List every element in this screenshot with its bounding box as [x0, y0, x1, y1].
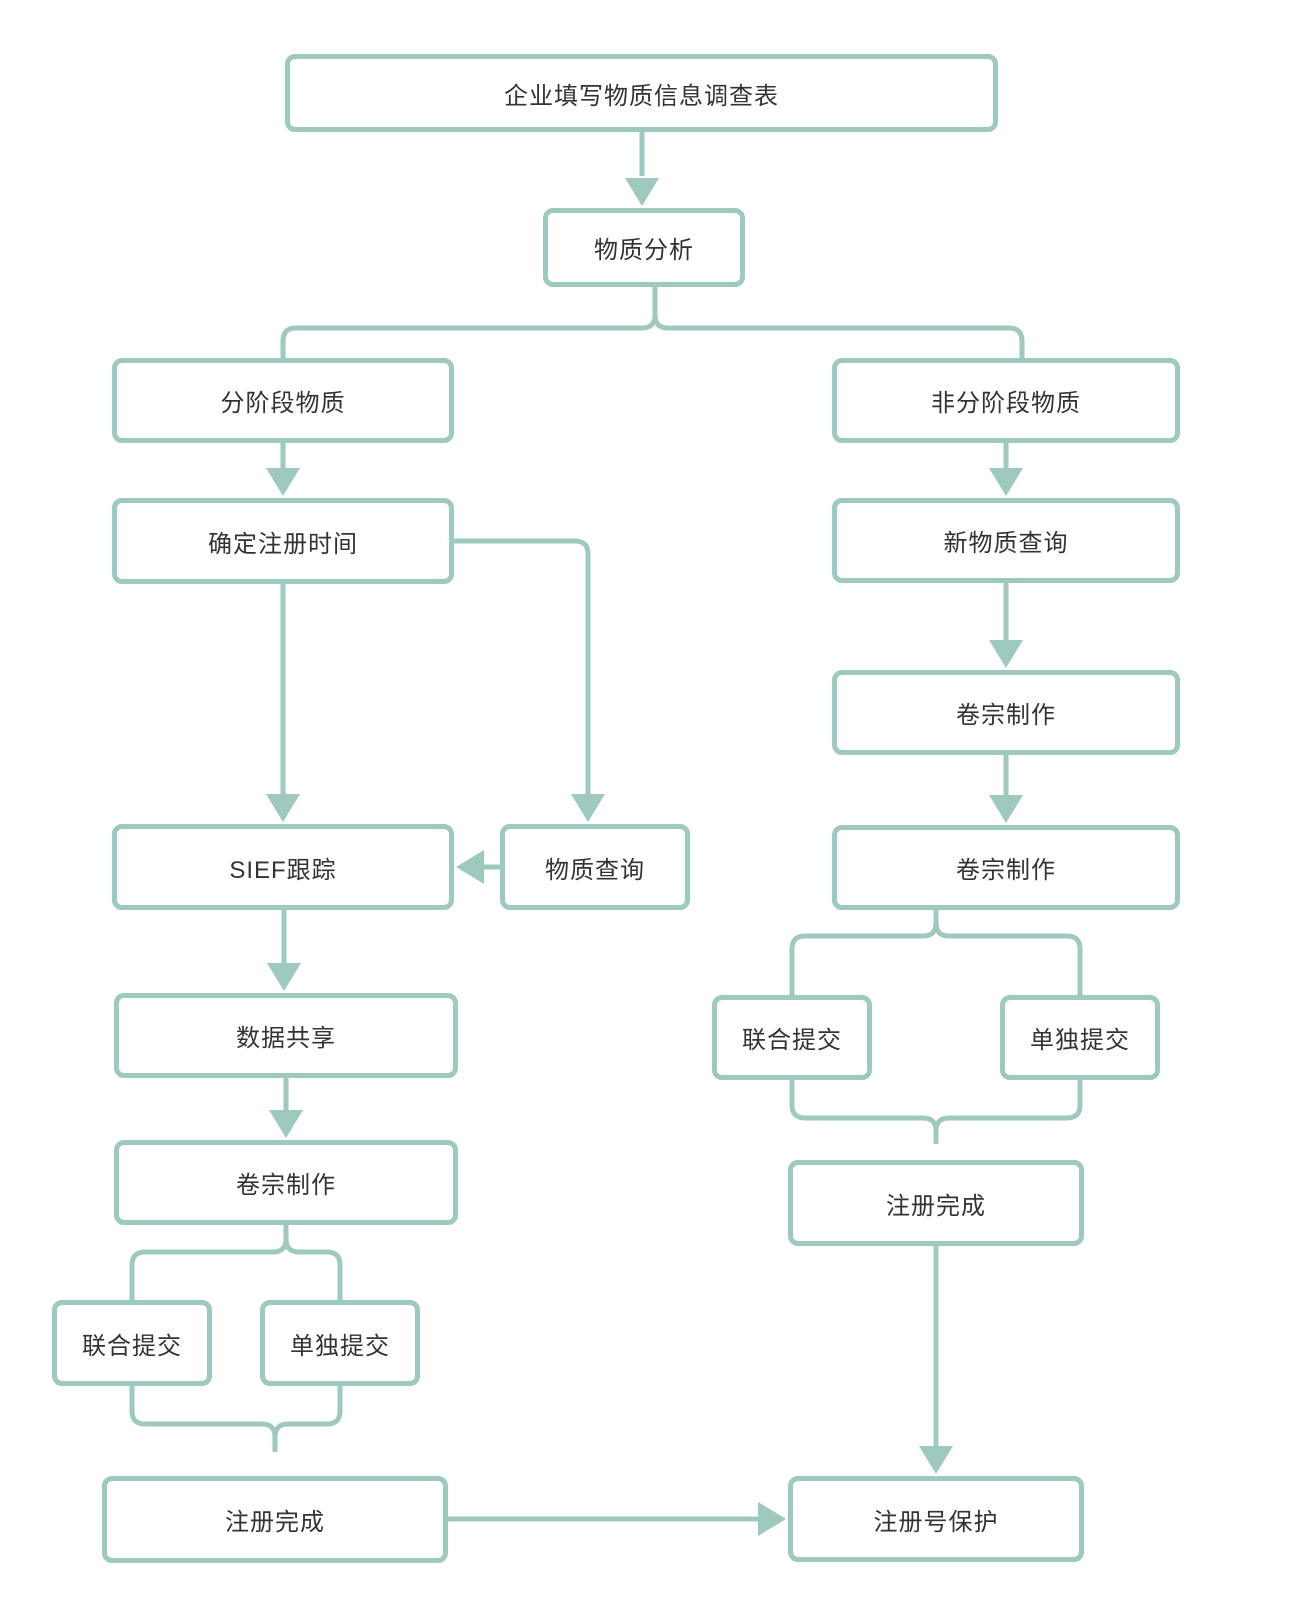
edge-dossier-r2-single-r	[933, 922, 1083, 995]
edge-sub-inquiry-sief	[456, 850, 500, 884]
node-registration-complete-left: 注册完成	[102, 1476, 448, 1563]
node-dossier-preparation-right-2: 卷宗制作	[832, 825, 1180, 910]
edge-analysis-nonphased	[652, 314, 1025, 358]
edge-complete-r-protect	[919, 1246, 953, 1474]
edge-sief-data-sharing	[267, 910, 301, 991]
node-phased-substance: 分阶段物质	[112, 358, 454, 443]
node-new-substance-inquiry: 新物质查询	[832, 498, 1180, 583]
node-sief-tracking: SIEF跟踪	[112, 824, 454, 910]
node-non-phased-substance: 非分阶段物质	[832, 358, 1180, 443]
node-joint-submission-right: 联合提交	[712, 995, 872, 1080]
edge-single-r-complete-r	[933, 1080, 1083, 1144]
edge-joint-r-complete-r	[789, 1080, 939, 1144]
edge-dossier-r1-dossier-r2	[989, 755, 1023, 823]
edge-complete-l-protect	[448, 1502, 786, 1536]
edge-dossier-l-joint-l	[129, 1225, 289, 1300]
node-individual-submission-right: 单独提交	[1000, 995, 1160, 1080]
node-registration-number-protection: 注册号保护	[788, 1476, 1084, 1562]
node-dossier-preparation-right-1: 卷宗制作	[832, 670, 1180, 755]
edge-analysis-phased	[280, 287, 658, 358]
node-data-sharing: 数据共享	[114, 993, 458, 1078]
node-substance-analysis: 物质分析	[543, 208, 745, 287]
node-individual-submission-left: 单独提交	[260, 1300, 420, 1386]
edge-timing-sief	[266, 584, 300, 822]
node-joint-submission-left: 联合提交	[52, 1300, 212, 1386]
edge-phased-timing	[266, 443, 300, 496]
edge-single-l-complete-l	[272, 1386, 343, 1452]
edge-survey-analysis	[625, 132, 659, 206]
node-confirm-registration-time: 确定注册时间	[112, 498, 454, 584]
node-dossier-preparation-left: 卷宗制作	[114, 1140, 458, 1225]
edge-nonphased-new-inquiry	[989, 443, 1023, 496]
node-survey: 企业填写物质信息调查表	[285, 54, 998, 132]
edge-new-inquiry-dossier-r1	[989, 583, 1023, 668]
node-registration-complete-right: 注册完成	[788, 1160, 1084, 1246]
edge-dossier-l-single-l	[283, 1238, 343, 1300]
edge-joint-l-complete-l	[129, 1386, 278, 1452]
node-substance-inquiry: 物质查询	[500, 824, 690, 910]
edge-dossier-r2-joint-r	[789, 910, 939, 995]
edge-data-sharing-dossier-l	[269, 1078, 303, 1138]
edge-timing-sub-inquiry	[454, 538, 605, 822]
